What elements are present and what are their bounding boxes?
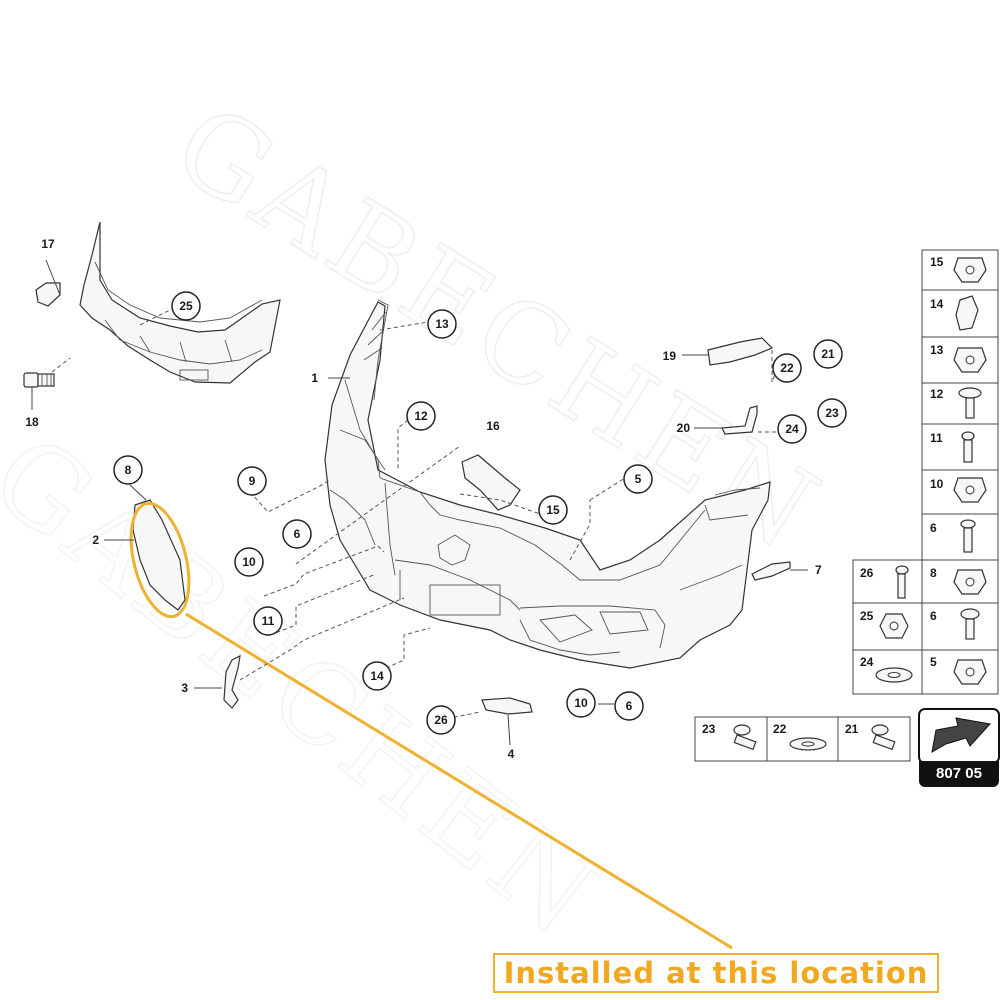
page-code: 807 05 — [919, 761, 999, 787]
svg-text:6: 6 — [294, 527, 301, 541]
bolt-icon — [871, 724, 896, 751]
svg-text:23: 23 — [825, 406, 839, 420]
legend-num-8: 8 — [930, 566, 937, 580]
hex-nut-icon — [879, 613, 909, 639]
direction-arrow-icon — [931, 717, 991, 753]
svg-text:10: 10 — [574, 696, 588, 710]
watermark-text-2: GABECHEN — [0, 411, 625, 963]
bolt-icon — [960, 519, 976, 553]
callout-13: 13 — [427, 309, 457, 339]
svg-text:24: 24 — [785, 422, 799, 436]
clip-nut-icon — [953, 659, 987, 685]
highlight-pointer — [185, 612, 733, 950]
svg-text:8: 8 — [125, 463, 132, 477]
callout-24: 24 — [777, 414, 807, 444]
label-18: 18 — [25, 415, 39, 429]
callout-22: 22 — [772, 353, 802, 383]
callout-14: 14 — [362, 661, 392, 691]
callout-26: 26 — [426, 705, 456, 735]
callout-9: 9 — [237, 466, 267, 496]
legend-num-6b: 6 — [930, 609, 937, 623]
bracket-part-19 — [707, 337, 774, 366]
clip-nut-icon — [953, 477, 987, 503]
washer-icon — [789, 737, 827, 751]
bolt-part-18 — [23, 357, 71, 388]
washer-icon — [875, 667, 913, 683]
svg-text:15: 15 — [546, 503, 560, 517]
label-17: 17 — [41, 237, 55, 251]
svg-text:22: 22 — [780, 361, 794, 375]
cover-part-2 — [132, 499, 186, 611]
callout-5: 5 — [623, 464, 653, 494]
bracket-part-16 — [461, 454, 521, 511]
bolt-icon — [961, 431, 975, 463]
legend-num-11: 11 — [930, 431, 943, 445]
callout-12: 12 — [406, 401, 436, 431]
legend-num-25: 25 — [860, 609, 874, 623]
clip-nut-icon — [953, 347, 987, 373]
legend-num-6a: 6 — [930, 521, 937, 535]
label-2: 2 — [92, 533, 99, 547]
thumbnail-bumper — [79, 221, 281, 384]
clip-nut-icon — [953, 569, 987, 595]
front-bumper — [324, 299, 771, 669]
bolt-icon — [733, 724, 757, 751]
strip-part-7 — [751, 561, 791, 581]
page-badge — [918, 708, 1000, 764]
callout-23: 23 — [817, 398, 847, 428]
callout-15: 15 — [538, 495, 568, 525]
legend-num-23: 23 — [702, 722, 716, 736]
svg-text:12: 12 — [414, 409, 428, 423]
svg-text:25: 25 — [179, 299, 193, 313]
legend-num-13: 13 — [930, 343, 944, 357]
svg-text:14: 14 — [370, 669, 384, 683]
bolt-icon — [895, 565, 909, 599]
label-4: 4 — [508, 747, 515, 761]
legend-num-24: 24 — [860, 655, 874, 669]
callout-6b: 6 — [614, 691, 644, 721]
svg-text:26: 26 — [434, 713, 448, 727]
clip-nut-icon — [953, 257, 987, 283]
callout-8: 8 — [113, 455, 143, 485]
leader-lines — [31, 259, 808, 746]
hardware-legend-right — [921, 249, 999, 695]
callout-21: 21 — [813, 339, 843, 369]
legend-num-26: 26 — [860, 566, 874, 580]
label-16: 16 — [486, 419, 500, 433]
label-19: 19 — [663, 349, 677, 363]
callout-11: 11 — [253, 606, 283, 636]
callout-6a: 6 — [282, 519, 312, 549]
svg-text:13: 13 — [435, 317, 449, 331]
bracket-part-3 — [223, 654, 241, 709]
screw-icon — [958, 387, 982, 419]
clip-part-20 — [721, 405, 758, 435]
label-1: 1 — [311, 371, 318, 385]
label-3: 3 — [181, 681, 188, 695]
svg-text:5: 5 — [635, 472, 642, 486]
legend-num-12: 12 — [930, 387, 944, 401]
location-label: Installed at this location — [493, 953, 939, 993]
svg-text:6: 6 — [626, 699, 633, 713]
callout-25: 25 — [171, 291, 201, 321]
screw-icon — [960, 608, 980, 640]
legend-num-21: 21 — [845, 722, 859, 736]
legend-num-5: 5 — [930, 655, 937, 669]
highlight-ellipse — [129, 501, 191, 619]
legend-num-10: 10 — [930, 477, 944, 491]
legend-num-15: 15 — [930, 255, 944, 269]
plate-part-4 — [481, 697, 533, 715]
svg-text:9: 9 — [249, 474, 256, 488]
plug-icon — [955, 295, 979, 331]
callout-10a: 10 — [234, 547, 264, 577]
legend-num-22: 22 — [773, 722, 787, 736]
svg-text:11: 11 — [262, 614, 275, 628]
callout-10b: 10 — [566, 688, 596, 718]
svg-text:10: 10 — [242, 555, 256, 569]
svg-text:21: 21 — [821, 347, 835, 361]
label-20: 20 — [677, 421, 691, 435]
legend-num-14: 14 — [930, 297, 944, 311]
label-7: 7 — [815, 563, 822, 577]
